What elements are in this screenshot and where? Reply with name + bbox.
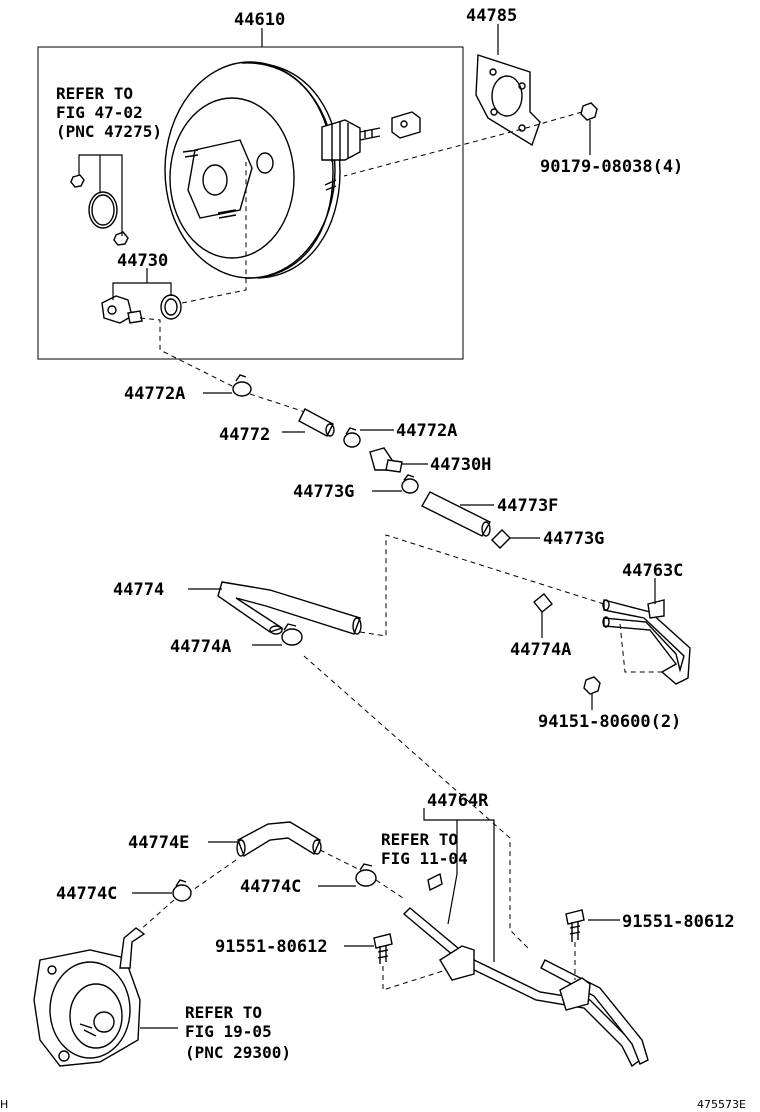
pipe-44764r[interactable] [402, 872, 649, 1068]
corner-mark: H [0, 1098, 8, 1111]
hose-44773f[interactable] [421, 491, 491, 537]
ref2-line1: REFER TO [381, 830, 458, 849]
label-clamp-44774a-1: 44774A [170, 637, 231, 657]
label-bolt-91551-left: 91551-80612 [215, 937, 328, 957]
seal-clip-set[interactable] [70, 174, 129, 246]
ref2-line2: FIG 11-04 [381, 849, 468, 868]
nut-94151-80600[interactable] [583, 676, 601, 695]
pipe-44763c[interactable] [602, 599, 691, 685]
ref1-line1: REFER TO [56, 84, 133, 103]
label-clamp-44772a-2: 44772A [396, 421, 457, 441]
vacuum-pump[interactable] [33, 927, 146, 1067]
bolt-91551-80612-right[interactable] [565, 909, 585, 942]
label-hose-44772: 44772 [219, 425, 270, 445]
ref3-line2: FIG 19-05 [185, 1022, 272, 1041]
label-pipe-44763c: 44763C [622, 561, 683, 581]
hose-44774[interactable] [217, 581, 362, 635]
ref3-line3: (PNC 29300) [185, 1043, 291, 1062]
clamp-44774c-left[interactable] [172, 879, 192, 902]
clamp-44772a-lower[interactable] [343, 427, 361, 448]
label-hose-44773f: 44773F [497, 496, 558, 516]
clamp-44773g-lower[interactable] [491, 529, 511, 549]
label-valve-44730h: 44730H [430, 455, 491, 475]
hose-44774e[interactable] [236, 821, 322, 858]
label-clamp-44773g-2: 44773G [543, 529, 604, 549]
ref-note-fig-11-04: REFER TO FIG 11-04 [381, 830, 468, 868]
check-valve-44730[interactable] [101, 294, 182, 324]
ref1-line3: (PNC 47275) [56, 122, 162, 141]
check-valve-44730h[interactable] [369, 447, 403, 473]
nut-90179-08038[interactable] [580, 102, 598, 121]
label-gasket-44785: 44785 [466, 6, 517, 26]
label-booster-44610: 44610 [234, 10, 285, 30]
clamp-44772a-upper[interactable] [232, 374, 252, 397]
label-clamp-44772a-1: 44772A [124, 384, 185, 404]
hose-44772[interactable] [298, 408, 335, 437]
bolt-91551-80612-left[interactable] [373, 933, 393, 964]
booster-assembly-box [37, 46, 464, 360]
ref3-line1: REFER TO [185, 1003, 262, 1022]
label-pipe-44764r: 44764R [427, 791, 489, 811]
ref-note-fig-19-05: REFER TO FIG 19-05 (PNC 29300) [185, 1003, 291, 1062]
label-hose-44774e: 44774E [128, 833, 189, 853]
label-nut-90179: 90179-08038(4) [540, 157, 683, 177]
label-valve-44730: 44730 [117, 251, 168, 271]
gasket-44785[interactable] [475, 54, 541, 147]
clamp-44773g-upper[interactable] [401, 474, 419, 494]
diagram-code: 475573E [697, 1098, 746, 1111]
label-nut-94151: 94151-80600(2) [538, 712, 681, 732]
clamp-44774c-right[interactable] [355, 863, 377, 887]
label-bolt-91551-right: 91551-80612 [622, 912, 735, 932]
label-clamp-44773g-1: 44773G [293, 482, 354, 502]
label-clamp-44774c-1: 44774C [56, 884, 117, 904]
ref-note-fig-47-02: REFER TO FIG 47-02 (PNC 47275) [56, 84, 162, 141]
brake-booster-44610[interactable] [164, 61, 421, 279]
clamp-44774a-right[interactable] [533, 593, 553, 613]
ref1-line2: FIG 47-02 [56, 103, 143, 122]
label-clamp-44774c-2: 44774C [240, 877, 301, 897]
label-hose-44774: 44774 [113, 580, 164, 600]
label-clamp-44774a-2: 44774A [510, 640, 571, 660]
clamp-44774a-left[interactable] [281, 623, 303, 646]
